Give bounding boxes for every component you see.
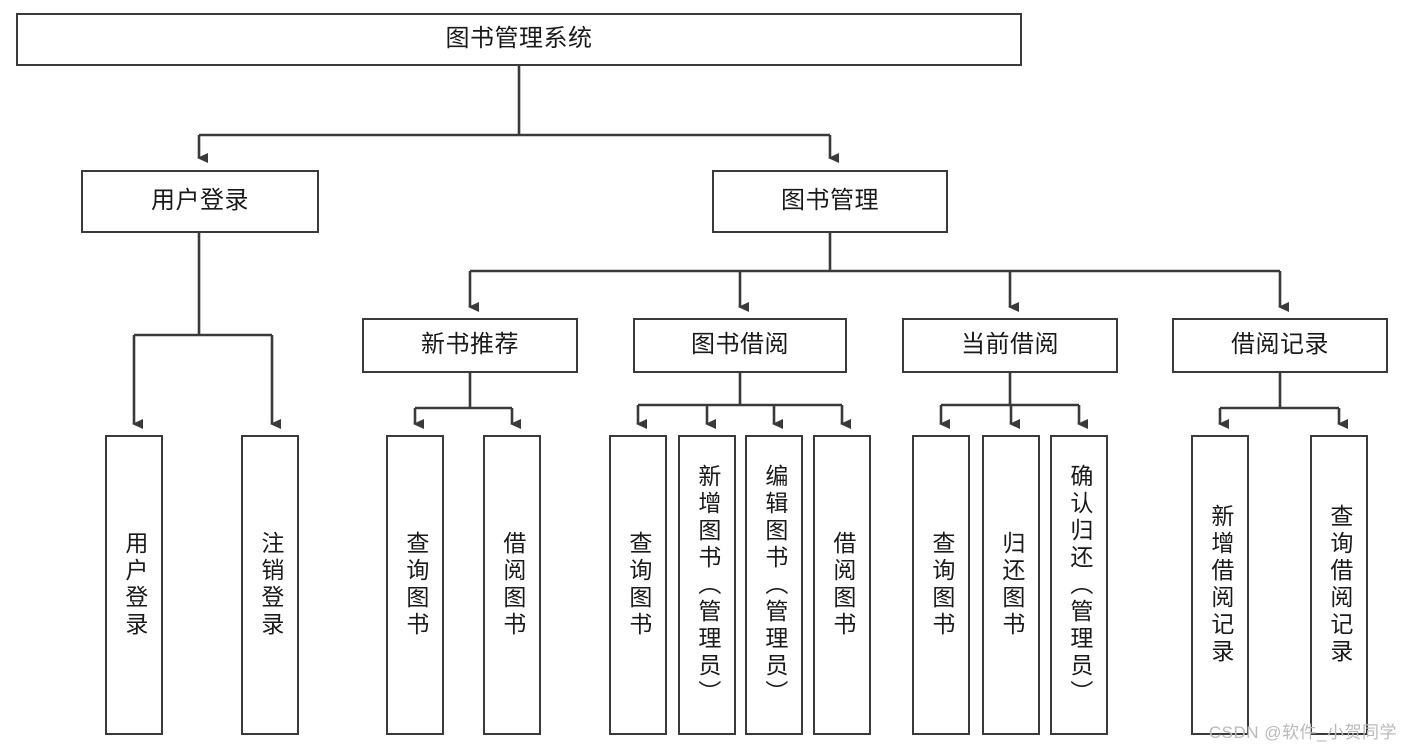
node-user-login[interactable]: 用户登录 — [81, 170, 319, 233]
node-leaf-query-book-3-label: 查询图书 — [928, 531, 955, 639]
node-leaf-logout-label: 注销登录 — [257, 531, 284, 639]
node-leaf-query-record-label: 查询借阅记录 — [1326, 504, 1353, 666]
node-book-borrow-label: 图书借阅 — [691, 331, 789, 359]
node-leaf-add-record[interactable]: 新增借阅记录 — [1191, 435, 1249, 735]
node-leaf-edit-book-label: 编辑图书（管理员） — [761, 463, 788, 707]
node-leaf-user-login[interactable]: 用户登录 — [105, 435, 163, 735]
node-book-manage-label: 图书管理 — [781, 187, 879, 215]
node-leaf-user-login-label: 用户登录 — [121, 531, 148, 639]
node-leaf-return-book-label: 归还图书 — [998, 531, 1025, 639]
node-leaf-query-record[interactable]: 查询借阅记录 — [1310, 435, 1368, 735]
node-borrow-record-label: 借阅记录 — [1231, 331, 1329, 359]
node-leaf-borrow-book-1-label: 借阅图书 — [499, 531, 526, 639]
node-user-login-label: 用户登录 — [151, 187, 249, 215]
node-new-book-rec[interactable]: 新书推荐 — [362, 318, 578, 373]
node-new-book-rec-label: 新书推荐 — [421, 331, 519, 359]
node-root[interactable]: 图书管理系统 — [16, 13, 1022, 66]
node-leaf-borrow-book-1[interactable]: 借阅图书 — [483, 435, 541, 735]
node-leaf-logout[interactable]: 注销登录 — [241, 435, 299, 735]
node-leaf-confirm-return[interactable]: 确认归还（管理员） — [1050, 435, 1108, 735]
node-leaf-add-record-label: 新增借阅记录 — [1207, 504, 1234, 666]
node-leaf-edit-book[interactable]: 编辑图书（管理员） — [745, 435, 803, 735]
node-leaf-add-book[interactable]: 新增图书（管理员） — [678, 435, 736, 735]
node-leaf-return-book[interactable]: 归还图书 — [982, 435, 1040, 735]
node-leaf-confirm-return-label: 确认归还（管理员） — [1066, 463, 1093, 707]
node-current-borrow-label: 当前借阅 — [961, 331, 1059, 359]
node-borrow-record[interactable]: 借阅记录 — [1172, 318, 1388, 373]
node-leaf-borrow-book-2-label: 借阅图书 — [829, 531, 856, 639]
node-root-label: 图书管理系统 — [445, 25, 593, 53]
node-book-borrow[interactable]: 图书借阅 — [633, 318, 847, 373]
node-leaf-query-book-2-label: 查询图书 — [625, 531, 652, 639]
node-leaf-borrow-book-2[interactable]: 借阅图书 — [813, 435, 871, 735]
node-leaf-add-book-label: 新增图书（管理员） — [694, 463, 721, 707]
node-leaf-query-book-2[interactable]: 查询图书 — [609, 435, 667, 735]
node-current-borrow[interactable]: 当前借阅 — [902, 318, 1118, 373]
node-leaf-query-book-1[interactable]: 查询图书 — [386, 435, 444, 735]
node-leaf-query-book-1-label: 查询图书 — [402, 531, 429, 639]
node-leaf-query-book-3[interactable]: 查询图书 — [912, 435, 970, 735]
node-book-manage[interactable]: 图书管理 — [712, 170, 948, 233]
watermark-text: CSDN @软件_小贺同学 — [1208, 723, 1397, 742]
